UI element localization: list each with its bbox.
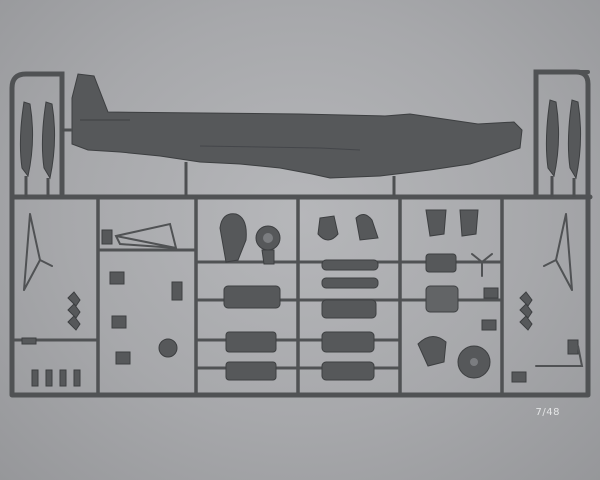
frame-tag: 7/48 bbox=[535, 407, 560, 418]
bracket-left bbox=[425, 209, 447, 237]
sprue-vertical-runners bbox=[96, 195, 504, 397]
intake-block-2 bbox=[321, 361, 375, 381]
propeller-blade-left-2 bbox=[41, 101, 56, 180]
gun-housing bbox=[425, 253, 457, 273]
canopy-frame bbox=[114, 222, 178, 250]
exhaust-rail-2 bbox=[321, 277, 379, 289]
fuselage-panel-line-2 bbox=[199, 145, 361, 151]
engine-block bbox=[321, 299, 377, 319]
exhaust-stubs-right bbox=[519, 291, 533, 331]
small-parts-bottom-left bbox=[31, 369, 81, 387]
undercarriage-leg-left bbox=[23, 213, 53, 291]
fuselage-half bbox=[71, 73, 523, 179]
propeller-blade-right-2 bbox=[567, 99, 582, 180]
small-parts-col-1 bbox=[101, 229, 131, 365]
exhaust-rail-1 bbox=[321, 259, 379, 271]
radiator-block-2 bbox=[225, 331, 277, 353]
radiator-block-3 bbox=[225, 361, 277, 381]
seat-part bbox=[219, 213, 247, 263]
tripod-part bbox=[471, 253, 493, 277]
cowling-piece bbox=[417, 336, 447, 367]
radiator-block-1 bbox=[223, 285, 281, 309]
sprue-outer-frame bbox=[9, 69, 593, 398]
pitot-tube bbox=[535, 345, 584, 367]
small-block bbox=[171, 281, 183, 301]
exhaust-stubs-left bbox=[67, 291, 81, 331]
tailwheel bbox=[158, 338, 178, 358]
undercarriage-leg-right bbox=[543, 213, 573, 291]
bracket-right bbox=[459, 209, 479, 237]
spinner-back bbox=[425, 285, 459, 313]
intake-block bbox=[321, 331, 375, 353]
small-part-pin bbox=[21, 337, 37, 345]
oil-tank bbox=[355, 214, 379, 241]
propeller-blade-right-1 bbox=[545, 99, 560, 178]
propeller-blade-left-1 bbox=[19, 101, 34, 178]
cannon-fairing bbox=[317, 215, 339, 241]
